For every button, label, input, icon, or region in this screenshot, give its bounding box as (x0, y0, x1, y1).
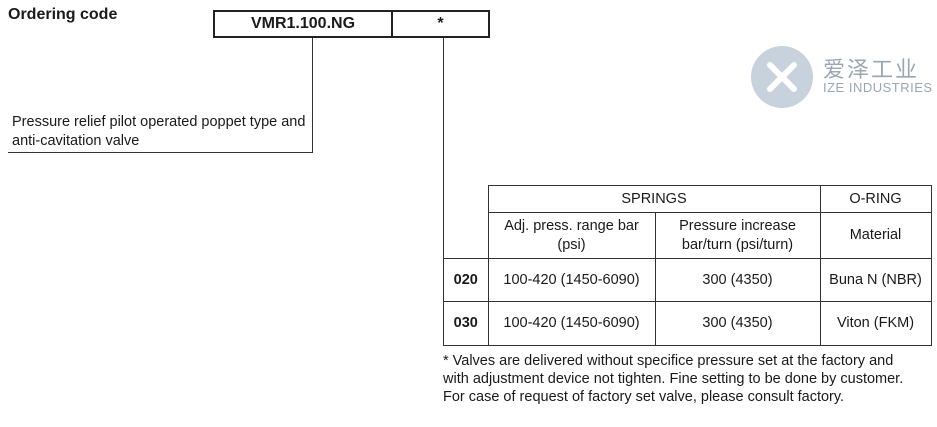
oring-group-header: O-RING (819, 185, 932, 213)
logo-chinese-text: 爱泽工业 (823, 57, 920, 82)
row-code: 020 (443, 258, 489, 302)
connector-line-main-horizontal (8, 152, 313, 153)
row-range: 100-420 (1450-6090) (487, 301, 656, 346)
ize-logo-icon (751, 46, 813, 108)
column-header-adj-range: Adj. press. range bar (psi) (487, 212, 656, 259)
connector-line-main-vertical (312, 38, 313, 152)
logo-mark-icon (767, 62, 797, 92)
springs-group-header: SPRINGS (487, 185, 821, 213)
column-header-pressure-increase: Pressure increase bar/turn (psi/turn) (654, 212, 821, 259)
row-code: 030 (443, 301, 489, 346)
row-material: Buna N (NBR) (819, 258, 932, 302)
logo-english-text: IZE INDUSTRIES (823, 80, 933, 95)
row-increase: 300 (4350) (654, 301, 821, 346)
footnote: * Valves are delivered without specifice… (443, 353, 904, 405)
table-row: 020 100-420 (1450-6090) 300 (4350) Buna … (443, 258, 932, 302)
ordering-code-option: * (391, 10, 490, 38)
ordering-code-main: VMR1.100.NG (213, 10, 393, 38)
column-header-material: Material (819, 212, 932, 259)
connector-line-option-vertical (443, 38, 444, 258)
row-range: 100-420 (1450-6090) (487, 258, 656, 302)
row-increase: 300 (4350) (654, 258, 821, 302)
valve-description: Pressure relief pilot operated poppet ty… (12, 114, 306, 149)
spring-specification-table: SPRINGS O-RING Adj. press. range bar (ps… (443, 185, 932, 346)
row-material: Viton (FKM) (819, 301, 932, 346)
table-row: 030 100-420 (1450-6090) 300 (4350) Viton… (443, 301, 932, 346)
page-title: Ordering code (8, 6, 118, 23)
